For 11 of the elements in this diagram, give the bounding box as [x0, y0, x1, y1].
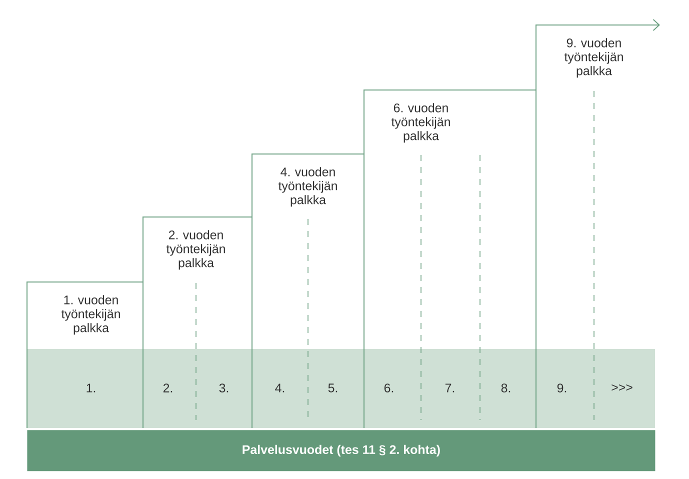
year-label: 5. [328, 384, 338, 392]
year-label: 8. [501, 384, 510, 392]
year-label: 6. [384, 384, 394, 392]
year-label: 7. [445, 384, 454, 392]
axis-bar: Palvelusvuodet (tes 11 § 2. kohta) [27, 430, 656, 472]
year-label: 4. [275, 384, 284, 392]
year-label: 2. [163, 384, 172, 392]
year-label: >>> [612, 384, 632, 391]
year-label: 9. [557, 384, 566, 392]
year-label: 3. [219, 384, 228, 392]
year-label: 1. [86, 384, 96, 392]
